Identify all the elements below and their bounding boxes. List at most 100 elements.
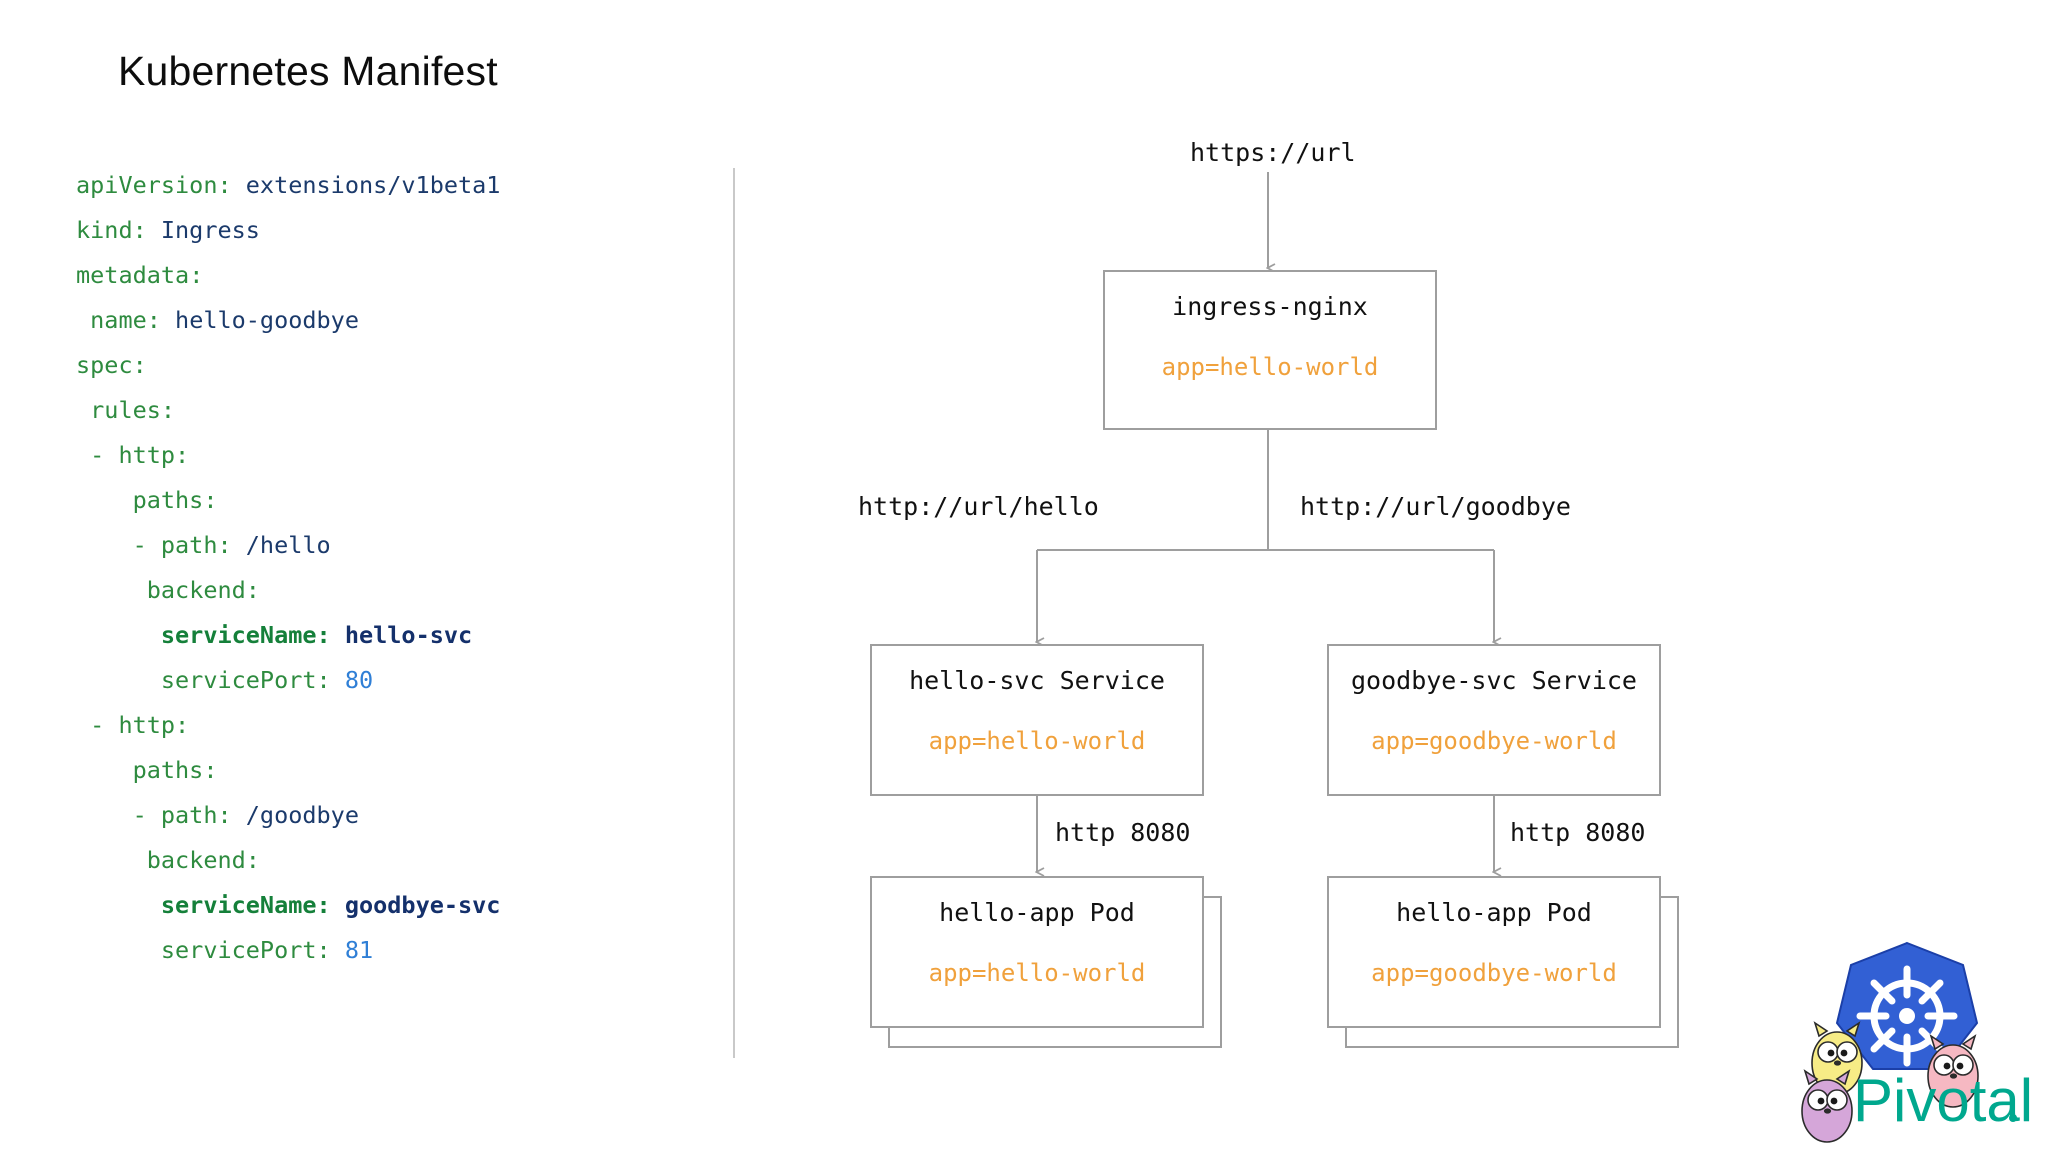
edge-label-goodbye-port: http 8080 (1510, 818, 1646, 847)
gopher-pink-icon (1927, 1034, 1979, 1108)
yaml-separator: : (245, 576, 260, 604)
yaml-line: name: hello-goodbye (76, 298, 500, 343)
yaml-key: metadata (76, 261, 190, 289)
yaml-key: servicePort (160, 666, 317, 694)
yaml-value: hello-goodbye (175, 306, 359, 334)
yaml-key: paths (132, 486, 204, 514)
node-ingress-label: app=hello-world (1161, 353, 1379, 381)
node-goodbye-svc-title: goodbye-svc Service (1351, 666, 1637, 695)
yaml-separator: : (132, 216, 161, 244)
yaml-line: apiVersion: extensions/v1beta1 (76, 163, 500, 208)
edge-label-hello-port: http 8080 (1055, 818, 1191, 847)
edge-label-goodbye-route: http://url/goodbye (1300, 492, 1571, 521)
yaml-key: paths (132, 756, 204, 784)
yaml-separator: : (316, 621, 345, 649)
yaml-key: spec (76, 351, 133, 379)
yaml-key: serviceName (160, 621, 317, 649)
yaml-separator: : (189, 261, 204, 289)
yaml-indent (76, 621, 161, 649)
yaml-separator: : (203, 756, 218, 784)
yaml-key: serviceName (160, 891, 317, 919)
yaml-separator: : (146, 306, 176, 334)
yaml-separator: : (203, 486, 218, 514)
node-hello-svc-title: hello-svc Service (909, 666, 1165, 695)
yaml-key: path (160, 801, 218, 829)
yaml-value: Ingress (160, 216, 260, 244)
node-goodbye-pod-label: app=goodbye-world (1371, 959, 1617, 987)
yaml-line: servicePort: 81 (76, 928, 500, 973)
yaml-separator: : (245, 846, 260, 874)
yaml-indent (76, 486, 133, 514)
edge-label-hello-route: http://url/hello (858, 492, 1099, 521)
node-goodbye-pod-title: hello-app Pod (1396, 898, 1592, 927)
node-hello-app-pod[interactable]: hello-app Pod app=hello-world (870, 876, 1204, 1028)
pivotal-dot (2009, 1114, 2017, 1122)
node-goodbye-svc-service[interactable]: goodbye-svc Service app=goodbye-world (1327, 644, 1661, 796)
node-hello-svc-service[interactable]: hello-svc Service app=hello-world (870, 644, 1204, 796)
yaml-line: metadata: (76, 253, 500, 298)
yaml-line: backend: (76, 568, 500, 613)
yaml-key: kind (76, 216, 133, 244)
yaml-indent: - (76, 711, 119, 739)
page-title: Kubernetes Manifest (118, 48, 498, 94)
node-goodbye-app-pod[interactable]: hello-app Pod app=goodbye-world (1327, 876, 1661, 1028)
yaml-separator: : (217, 171, 246, 199)
yaml-line: - path: /hello (76, 523, 500, 568)
yaml-separator: : (316, 666, 345, 694)
yaml-indent: - (76, 441, 119, 469)
logo-svg: Pivotal (1801, 941, 2033, 1143)
yaml-separator: : (175, 711, 190, 739)
yaml-indent (76, 666, 161, 694)
yaml-line: spec: (76, 343, 500, 388)
yaml-separator: : (217, 801, 246, 829)
yaml-indent (76, 846, 147, 874)
yaml-indent (76, 891, 161, 919)
yaml-key: apiVersion (76, 171, 218, 199)
yaml-key: rules (90, 396, 161, 424)
node-ingress-nginx[interactable]: ingress-nginx app=hello-world (1103, 270, 1437, 430)
gopher-yellow-icon (1811, 1021, 1863, 1095)
yaml-separator: : (316, 891, 345, 919)
yaml-line: - http: (76, 703, 500, 748)
yaml-indent: - (76, 531, 161, 559)
node-hello-pod-title: hello-app Pod (939, 898, 1135, 927)
yaml-key: path (160, 531, 218, 559)
yaml-value: extensions/v1beta1 (245, 171, 501, 199)
yaml-key: backend (146, 846, 246, 874)
yaml-line: serviceName: goodbye-svc (76, 883, 501, 928)
yaml-line: serviceName: hello-svc (76, 613, 500, 658)
node-ingress-title: ingress-nginx (1172, 292, 1368, 321)
yaml-indent (76, 936, 161, 964)
yaml-value: goodbye-svc (344, 891, 501, 919)
kubernetes-helm-icon (1835, 941, 1979, 1070)
yaml-key: name (90, 306, 147, 334)
yaml-separator: : (160, 396, 176, 424)
yaml-key: servicePort (160, 936, 317, 964)
yaml-key: http (118, 441, 176, 469)
yaml-indent (76, 396, 90, 424)
yaml-line: kind: Ingress (76, 208, 500, 253)
yaml-line: - http: (76, 433, 500, 478)
yaml-line: backend: (76, 838, 500, 883)
pivotal-wordmark: Pivotal (1853, 1067, 2033, 1134)
yaml-value: /goodbye (245, 801, 359, 829)
yaml-line: paths: (76, 478, 500, 523)
pivotal-kubernetes-logo: Pivotal (1795, 935, 2045, 1150)
yaml-separator: : (175, 441, 190, 469)
yaml-indent (76, 306, 90, 334)
yaml-value: /hello (245, 531, 331, 559)
yaml-key: http (118, 711, 176, 739)
yaml-separator: : (217, 531, 246, 559)
yaml-line: - path: /goodbye (76, 793, 500, 838)
yaml-value: 80 (344, 666, 374, 694)
yaml-separator: : (316, 936, 345, 964)
gopher-purple-icon (1801, 1069, 1853, 1143)
node-goodbye-svc-label: app=goodbye-world (1371, 727, 1617, 755)
yaml-value: hello-svc (344, 621, 473, 649)
entry-url-label: https://url (1190, 138, 1356, 167)
node-hello-pod-label: app=hello-world (928, 959, 1146, 987)
yaml-line: paths: (76, 748, 500, 793)
node-hello-svc-label: app=hello-world (928, 727, 1146, 755)
